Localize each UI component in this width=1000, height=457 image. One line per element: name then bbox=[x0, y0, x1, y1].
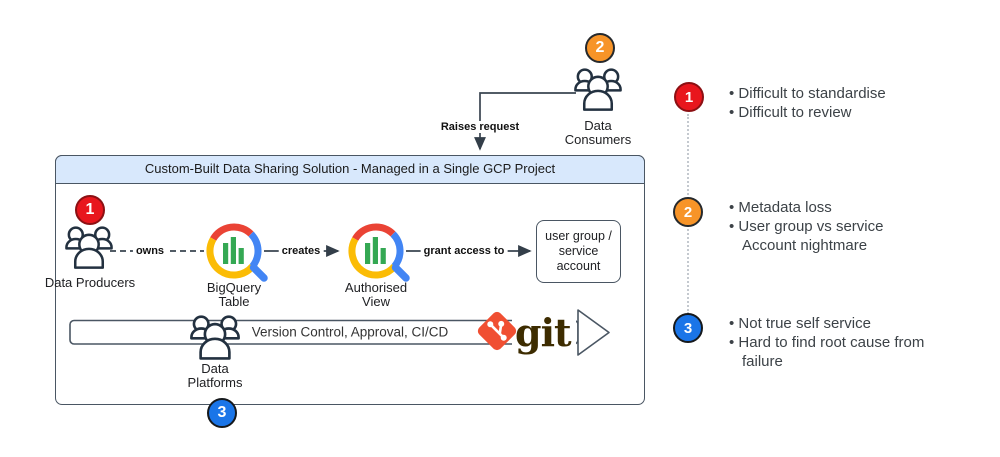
right-panel-item-2: Metadata loss User group vs service Acco… bbox=[729, 198, 914, 255]
badge-2-data-consumers: 2 bbox=[585, 33, 615, 63]
owns-edge-label: owns bbox=[132, 245, 168, 257]
badge-1-data-producers: 1 bbox=[75, 195, 105, 225]
data-consumers-people-icon bbox=[574, 68, 622, 111]
bullet-item: Difficult to review bbox=[729, 103, 959, 122]
bullet-item: Not true self service bbox=[729, 314, 949, 333]
bigquery-table-label: BigQuery Table bbox=[206, 280, 262, 309]
badge-3-data-platforms: 3 bbox=[207, 398, 237, 428]
bullet-item: Metadata loss bbox=[729, 198, 914, 217]
data-platforms-people-icon bbox=[190, 315, 240, 360]
right-panel-badge-2: 2 bbox=[673, 197, 703, 227]
data-platforms-label: Data Platforms bbox=[187, 361, 243, 390]
authorised-view-label: Authorised View bbox=[344, 280, 408, 309]
creates-edge-label: creates bbox=[278, 245, 324, 257]
banner-arrowhead bbox=[577, 309, 610, 356]
right-panel-badge-1: 1 bbox=[674, 82, 704, 112]
user-group-service-account-label: user group / service account bbox=[545, 229, 612, 273]
right-panel-item-3: Not true self service Hard to find root … bbox=[729, 314, 949, 371]
grant-access-edge-label: grant access to bbox=[420, 245, 508, 257]
right-panel-badge-3: 3 bbox=[673, 313, 703, 343]
git-wordmark: git bbox=[515, 310, 572, 355]
bullet-item: User group vs service Account nightmare bbox=[729, 217, 914, 255]
bigquery-table-icon bbox=[210, 227, 264, 278]
version-control-banner-label: Version Control, Approval, CI/CD bbox=[251, 324, 449, 340]
data-producers-label: Data Producers bbox=[44, 275, 136, 290]
data-producers-people-icon bbox=[65, 226, 113, 269]
git-logo-icon bbox=[477, 311, 517, 351]
bullet-item: Difficult to standardise bbox=[729, 84, 959, 103]
gcp-project-header: Custom-Built Data Sharing Solution - Man… bbox=[55, 155, 645, 184]
bullet-item: Hard to find root cause from failure bbox=[729, 333, 949, 371]
git-wordmark-backdrop bbox=[512, 313, 576, 351]
authorised-view-icon bbox=[352, 227, 406, 278]
user-group-service-account-box: user group / service account bbox=[536, 220, 621, 283]
data-consumers-label: Data Consumers bbox=[564, 118, 632, 147]
gcp-project-title: Custom-Built Data Sharing Solution - Man… bbox=[144, 161, 556, 176]
right-panel-item-1: Difficult to standardise Difficult to re… bbox=[729, 84, 959, 122]
raises-request-edge-label: Raises request bbox=[437, 121, 523, 133]
